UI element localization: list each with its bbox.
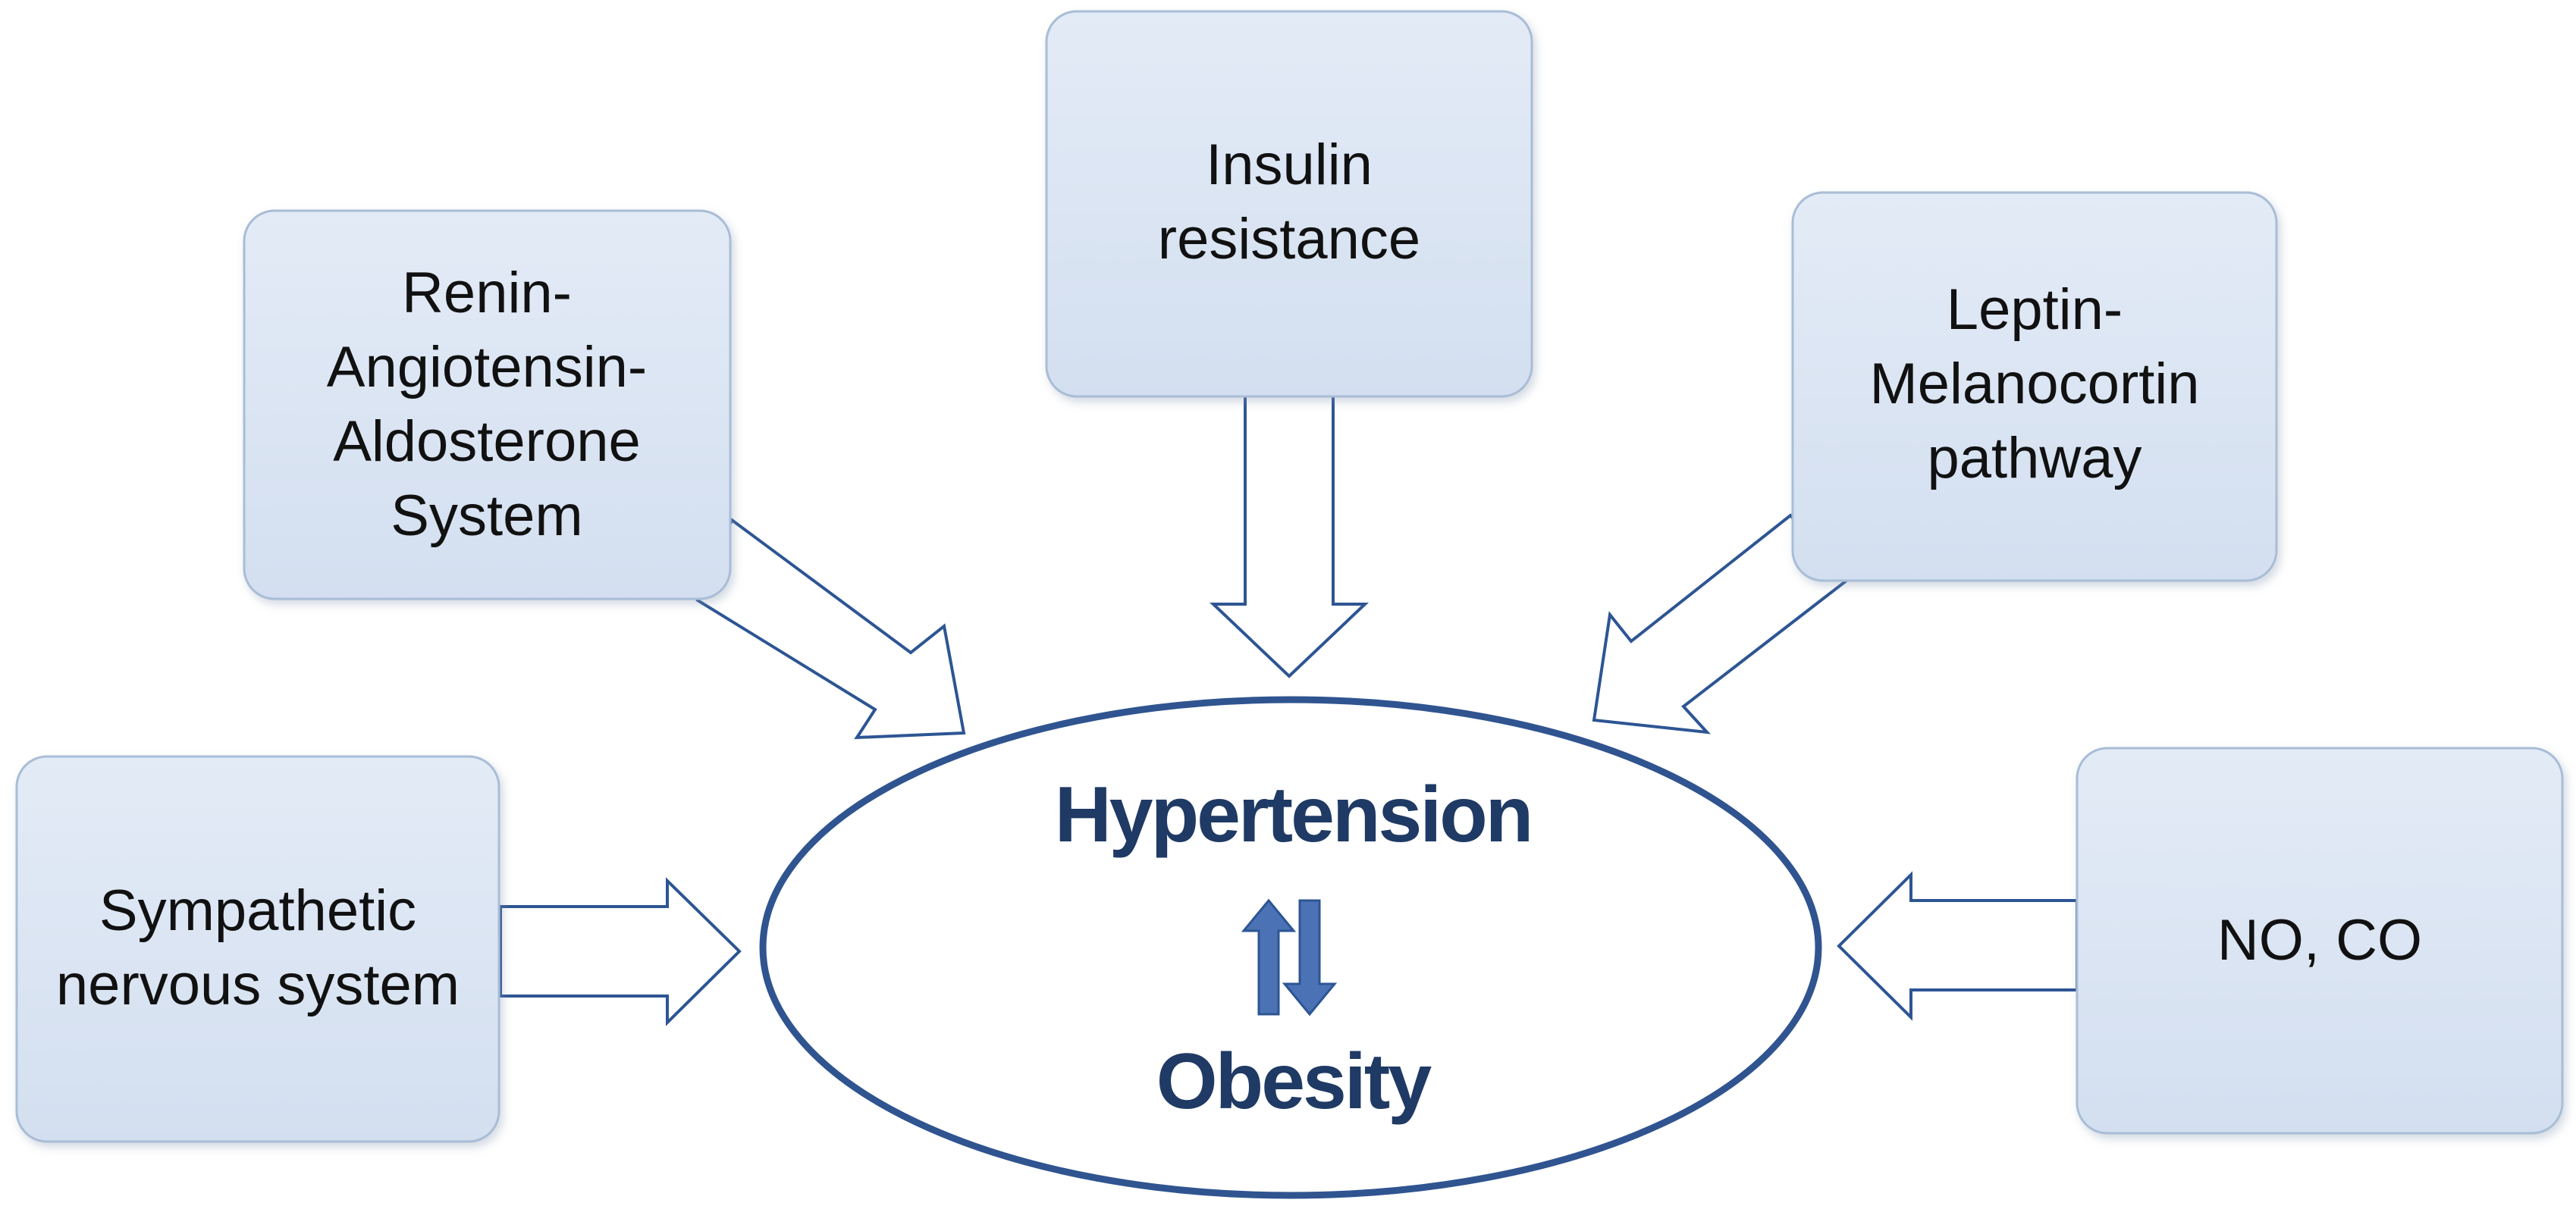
- box-noco-line-1: NO, CO: [2217, 908, 2422, 973]
- box-insulin-line-1: Insulin: [1206, 133, 1373, 197]
- center-label-obesity: Obesity: [1156, 1038, 1432, 1126]
- box-raas-line-4: System: [391, 484, 582, 548]
- box-sympathetic-line-1: Sympathetic: [99, 879, 416, 943]
- box-insulin-resistance: Insulin resistance: [1045, 10, 1533, 398]
- center-ellipse-group: Hypertension Obesity: [759, 696, 1822, 1199]
- down-arrow-icon: [1282, 899, 1338, 1016]
- center-ellipse: [759, 696, 1822, 1199]
- box-sympathetic-line-2: nervous system: [56, 953, 460, 1017]
- box-raas-line-1: Renin-: [402, 261, 572, 325]
- arrow-leptin-to-center: [1592, 513, 1849, 735]
- box-no-co: NO, CO: [2076, 747, 2564, 1135]
- box-leptin-melanocortin: Leptin- Melanocortin pathway: [1791, 191, 2278, 582]
- box-raas-line-3: Aldosterone: [333, 409, 641, 474]
- box-sympathetic-nervous-system: Sympathetic nervous system: [15, 755, 500, 1143]
- arrow-noco-to-center: [1837, 871, 2079, 1021]
- box-leptin-line-2: Melanocortin: [1869, 352, 2199, 416]
- arrow-sympathetic-to-center: [499, 877, 742, 1026]
- box-leptin-line-3: pathway: [1927, 426, 2141, 490]
- arrow-insulin-to-center: [1209, 394, 1370, 678]
- center-label-hypertension: Hypertension: [1055, 771, 1532, 859]
- box-leptin-line-1: Leptin-: [1947, 277, 2123, 342]
- box-insulin-line-2: resistance: [1158, 207, 1420, 271]
- box-raas: Renin- Angiotensin- Aldosterone System: [243, 209, 732, 600]
- up-arrow-icon: [1241, 898, 1297, 1016]
- box-raas-line-2: Angiotensin-: [327, 335, 648, 399]
- arrow-raas-to-center: [695, 517, 966, 740]
